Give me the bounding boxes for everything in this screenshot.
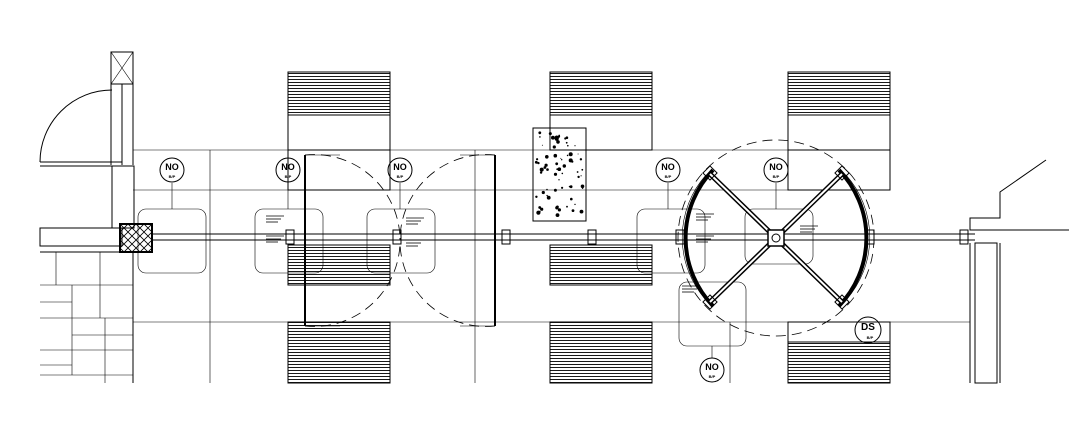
terrazzo-speckle xyxy=(560,157,562,159)
terrazzo-speckle xyxy=(571,209,575,213)
tag-1-circle xyxy=(159,157,185,183)
tag-4-circle xyxy=(655,157,681,183)
terrazzo-speckle xyxy=(545,155,549,159)
terrazzo-speckle xyxy=(564,137,567,140)
terrazzo-speckle xyxy=(539,167,544,172)
terrazzo-speckle xyxy=(568,158,573,163)
terrazzo-speckle xyxy=(539,171,543,174)
terrazzo-speckle xyxy=(555,206,559,210)
terrazzo-speckle xyxy=(540,207,544,211)
brick-paving xyxy=(40,252,133,383)
tag-4-sub: B/P xyxy=(665,174,672,179)
terrazzo-speckle xyxy=(574,145,576,147)
tag-circles xyxy=(159,157,882,383)
terrazzo-speckle xyxy=(570,197,573,201)
terrazzo-speckle xyxy=(538,210,541,213)
tag-5-sub: B/P xyxy=(773,174,780,179)
terrazzo-speckle xyxy=(539,136,541,138)
tag-3-code: NO xyxy=(393,162,407,172)
terrazzo-speckle xyxy=(581,168,584,171)
tag-7-sub: B/P xyxy=(867,335,874,340)
tag-5-circle xyxy=(763,157,789,183)
terrazzo-speckle xyxy=(553,153,558,158)
terrazzo-speckle xyxy=(579,209,584,214)
terrazzo-speckle xyxy=(577,175,580,179)
annotation-notes xyxy=(266,213,818,293)
terrazzo-speckle xyxy=(580,175,582,177)
terrazzo-speckle xyxy=(576,171,579,173)
terrazzo-speckle xyxy=(555,162,559,166)
terrazzo-speckle xyxy=(554,135,559,140)
terrazzo-speckle xyxy=(541,190,545,195)
tag-2-code: NO xyxy=(281,162,295,172)
terrazzo-speckle xyxy=(543,166,547,169)
tag-6-circle xyxy=(699,357,725,383)
terrazzo-speckle xyxy=(557,208,562,212)
terrazzo-speckle xyxy=(567,144,569,147)
terrazzo-speckle xyxy=(556,140,560,144)
terrazzo-speckle xyxy=(574,203,576,206)
tag-3-circle xyxy=(387,157,413,183)
terrazzo-speckle xyxy=(546,188,548,191)
terrazzo-speckle xyxy=(555,213,560,218)
terrazzo-speckle xyxy=(561,159,563,161)
terrazzo-speckle xyxy=(579,158,583,161)
terrazzo-speckle xyxy=(561,172,564,175)
tag-6-sub: B/P xyxy=(709,374,716,379)
terrazzo-speckle xyxy=(546,168,549,171)
terrazzo-speckle xyxy=(552,145,556,149)
terrazzo-speckle xyxy=(551,135,555,140)
terrazzo-speckle xyxy=(534,160,538,164)
terrazzo-speckle xyxy=(556,168,559,171)
terrazzo-speckle xyxy=(566,205,568,208)
terrazzo-speckle xyxy=(558,179,560,181)
tag-3-sub: B/P xyxy=(397,174,404,179)
terrazzo-speckle xyxy=(565,141,568,144)
terrazzo-speckle xyxy=(538,206,542,209)
terrazzo-speckle xyxy=(566,154,569,157)
terrazzo-speckle xyxy=(577,153,579,155)
tag-2-sub: B/P xyxy=(285,174,292,179)
tag-leaders xyxy=(171,183,777,358)
tag-4-code: NO xyxy=(661,162,675,172)
terrazzo-speckle xyxy=(568,152,573,157)
terrazzo-panel xyxy=(532,127,587,222)
tag-7-code: DS xyxy=(861,322,875,333)
swing-doors xyxy=(304,154,496,327)
terrazzo-speckle xyxy=(553,188,557,192)
terrazzo-speckle xyxy=(546,195,551,200)
terrazzo-speckle xyxy=(580,184,585,189)
tag-2-circle xyxy=(275,157,301,183)
terrazzo-speckle xyxy=(569,185,573,189)
tag-7-circle xyxy=(854,316,882,344)
terrazzo-speckle xyxy=(544,163,548,167)
left-wall xyxy=(39,51,153,383)
tag-1-sub: B/P xyxy=(169,174,176,179)
revolving-door xyxy=(677,139,875,337)
terrazzo-speckle xyxy=(581,187,584,189)
terrazzo-speckle xyxy=(562,164,566,168)
terrazzo-speckle xyxy=(546,194,548,197)
terrazzo-speckle xyxy=(548,132,552,136)
tag-5-code: NO xyxy=(769,162,783,172)
terrazzo-speckle xyxy=(536,158,539,161)
equipment-outlines xyxy=(137,208,814,347)
tag-1-code: NO xyxy=(165,162,179,172)
tag-labels: NO B/P NO B/P NO B/P NO B/P NO B/P NO B/… xyxy=(165,162,875,379)
terrazzo-speckle xyxy=(537,161,540,165)
terrazzo-speckle xyxy=(557,167,562,171)
terrazzo-speckle xyxy=(541,144,543,146)
terrazzo-speckle xyxy=(553,172,558,176)
tag-6-code: NO xyxy=(705,362,719,372)
right-wall xyxy=(969,159,1069,384)
column-strips xyxy=(287,71,891,384)
terrazzo-speckle xyxy=(561,186,564,189)
terrazzo-speckle xyxy=(568,185,571,188)
terrazzo-speckle xyxy=(535,195,538,198)
terrazzo-speckle xyxy=(538,131,542,135)
